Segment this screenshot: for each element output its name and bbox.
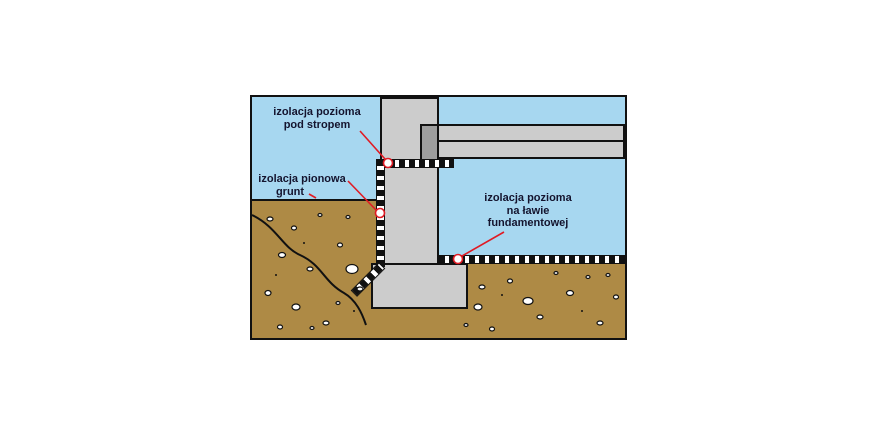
pebble (478, 284, 486, 290)
label-vertical-insulation: izolacja pionowa (258, 173, 346, 185)
pebbles (264, 212, 620, 332)
pebble (309, 325, 315, 331)
pebble (291, 303, 301, 311)
label-insulation-on-footing: izolacja pozioma na ławie fundamentowej (484, 192, 572, 230)
callout-marker-vertical (374, 207, 386, 219)
pebble (322, 320, 330, 326)
label-insulation-under-slab: izolacja pozioma pod stropem (273, 106, 361, 131)
callout-marker-under-slab (382, 157, 394, 169)
soil-specks (275, 242, 583, 312)
pebble (612, 294, 620, 300)
speck (501, 294, 503, 296)
grunt-leader-tick (308, 193, 317, 199)
horizontal-insulation-on-footing (438, 255, 625, 264)
pebble (565, 289, 575, 297)
pebble (276, 324, 284, 330)
pebble (473, 303, 483, 311)
pebble (266, 216, 274, 222)
leader-vertical (347, 180, 377, 211)
pebble (290, 225, 298, 231)
pebble (488, 326, 496, 332)
pebble (536, 314, 544, 320)
pebble (585, 274, 591, 280)
foundation-footing (371, 263, 468, 309)
soil-left (252, 199, 380, 338)
speck (303, 242, 305, 244)
leader-footing (461, 231, 505, 257)
pebble (264, 289, 272, 297)
floor-slab-divider (437, 140, 625, 142)
pebble (463, 322, 469, 328)
speck (275, 274, 277, 276)
pebble (335, 300, 341, 306)
callout-markers (374, 157, 464, 265)
pebble (317, 212, 323, 218)
pebble (605, 272, 611, 278)
pebble (277, 251, 287, 259)
leader-lines (308, 130, 505, 257)
pebble (345, 263, 359, 275)
pebble (345, 214, 351, 220)
foundation-cross-section-diagram: izolacja pozioma pod stropem izolacja pi… (250, 95, 627, 340)
pebble (356, 286, 364, 292)
label-ground: grunt (275, 186, 305, 198)
speck (353, 310, 355, 312)
annotations-overlay (252, 130, 620, 332)
pebble (336, 242, 344, 248)
pebble (306, 266, 314, 272)
speck (581, 310, 583, 312)
soil-contour-line (252, 214, 367, 326)
leader-under-slab (359, 130, 386, 160)
pebble (506, 278, 514, 284)
pebble (596, 320, 604, 326)
pebble (522, 296, 534, 306)
callout-marker-footing (452, 253, 464, 265)
pebble (553, 270, 559, 276)
